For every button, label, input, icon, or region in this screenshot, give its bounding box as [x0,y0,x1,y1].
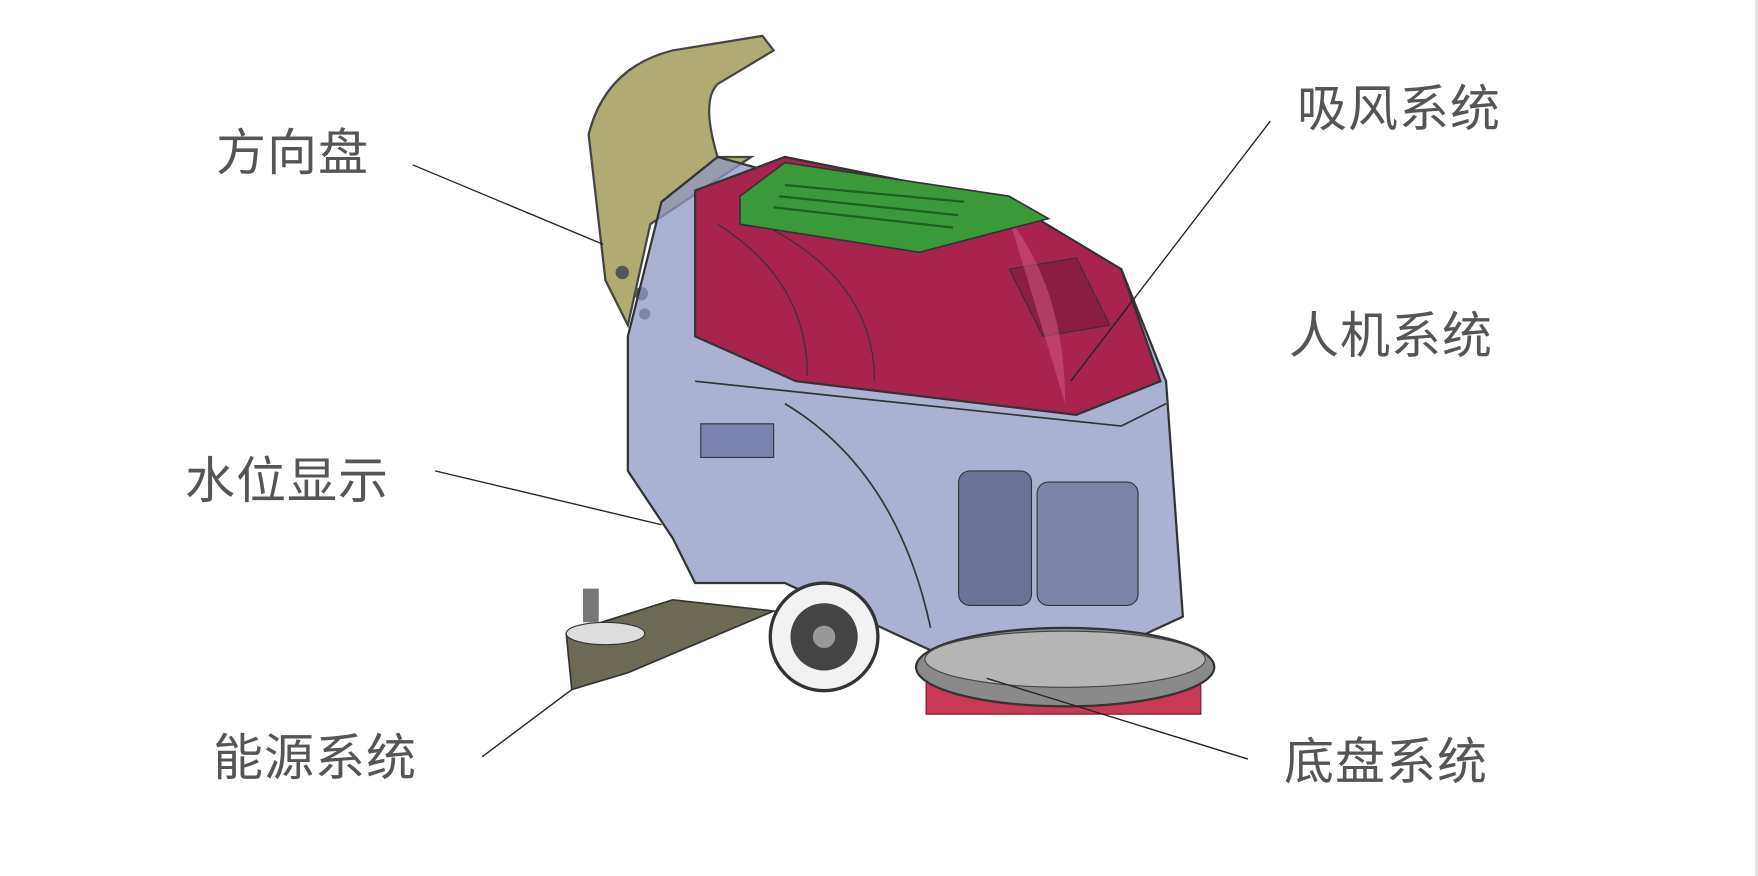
right-border [1755,0,1758,876]
brush-deck [914,626,1216,715]
leader-lines [412,120,1271,760]
label-water-level: 水位显示 [185,452,389,510]
leader-line-power [481,688,573,758]
label-power-system: 能源系统 [213,729,417,787]
leader-line-steering [412,164,604,246]
green-lid [739,161,1051,254]
wheel [768,581,880,693]
leader-line-chassis [986,677,1249,760]
leader-line-suction [1070,120,1271,382]
label-steering: 方向盘 [216,124,369,182]
leader-line-water-level [434,470,662,526]
label-hmi-system: 人机系统 [1289,307,1493,365]
label-chassis-system: 底盘系统 [1284,733,1488,791]
squeegee [565,588,777,691]
label-suction-system: 吸风系统 [1297,80,1501,138]
